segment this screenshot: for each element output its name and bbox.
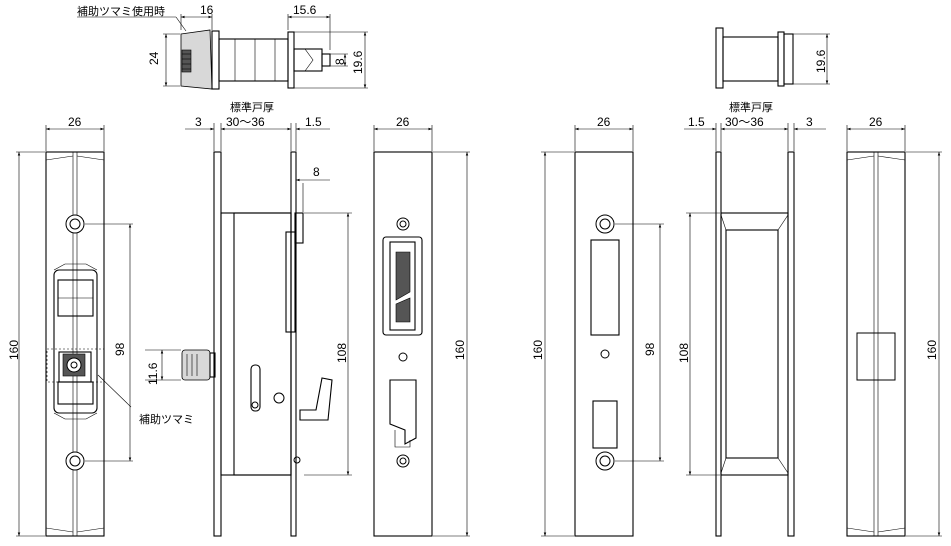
dim-door-range-right: 30～36 xyxy=(725,115,764,129)
dim-hook-offset: 8 xyxy=(313,165,320,179)
label-std-door-right: 標準戸厚 xyxy=(729,100,773,114)
back-plate-view: 26 160 xyxy=(846,115,942,537)
side-section-right-view: 1.5 標準戸厚 30～36 3 108 xyxy=(677,100,826,537)
cylinder-without-knob-view: 19.6 xyxy=(715,27,830,89)
dim-body-height-right: 108 xyxy=(677,343,691,363)
dim-plate6-height: 160 xyxy=(925,340,939,360)
dim-plate1-height: 160 xyxy=(7,340,21,360)
dim-plate3-height: 160 xyxy=(453,340,467,360)
dim-cylinder-height-right: 19.6 xyxy=(814,49,828,73)
dim-plate1-width: 26 xyxy=(68,115,82,129)
dim-cylinder-top-width: 15.6 xyxy=(293,3,317,17)
label-aux-knob-in-use: 補助ツマミ使用時 xyxy=(77,4,165,18)
label-aux-knob: 補助ツマミ xyxy=(139,412,194,426)
dim-plate6-width: 26 xyxy=(869,115,883,129)
dim-plate4-width: 26 xyxy=(597,115,611,129)
side-section-left-view: 11.6 3 標準戸厚 30～36 1.5 8 108 xyxy=(145,100,352,537)
dim-knob-side-height: 11.6 xyxy=(146,362,160,385)
dim-side-left-gap: 3 xyxy=(195,115,202,129)
dim-side2-right-gap: 3 xyxy=(806,115,813,129)
face-plate-strike-view: 26 160 98 xyxy=(531,115,664,537)
face-plate-knob-view: 補助ツマミ 26 160 98 xyxy=(7,115,194,537)
dim-cylinder-small-height: 8 xyxy=(333,58,347,65)
label-std-door-left: 標準戸厚 xyxy=(230,100,274,114)
dim-body-height-left: 108 xyxy=(335,343,349,363)
dim-side2-left-gap: 1.5 xyxy=(688,115,705,129)
dim-plate1-pitch: 98 xyxy=(113,342,127,356)
dim-knob-width: 16 xyxy=(200,3,214,17)
dim-cylinder-height-left: 19.6 xyxy=(351,50,365,74)
front-plate-latch-view: 26 160 xyxy=(373,115,470,537)
dim-knob-height: 24 xyxy=(147,51,161,65)
dim-side-right-gap: 1.5 xyxy=(305,115,322,129)
dim-door-range-left: 30～36 xyxy=(226,115,265,129)
dim-plate3-width: 26 xyxy=(396,115,410,129)
dim-plate4-pitch: 98 xyxy=(643,342,657,356)
dim-plate4-height: 160 xyxy=(531,340,545,360)
cylinder-with-knob-view: 16 24 15.6 8 19.6 補助ツマミ使用時 xyxy=(77,3,368,90)
